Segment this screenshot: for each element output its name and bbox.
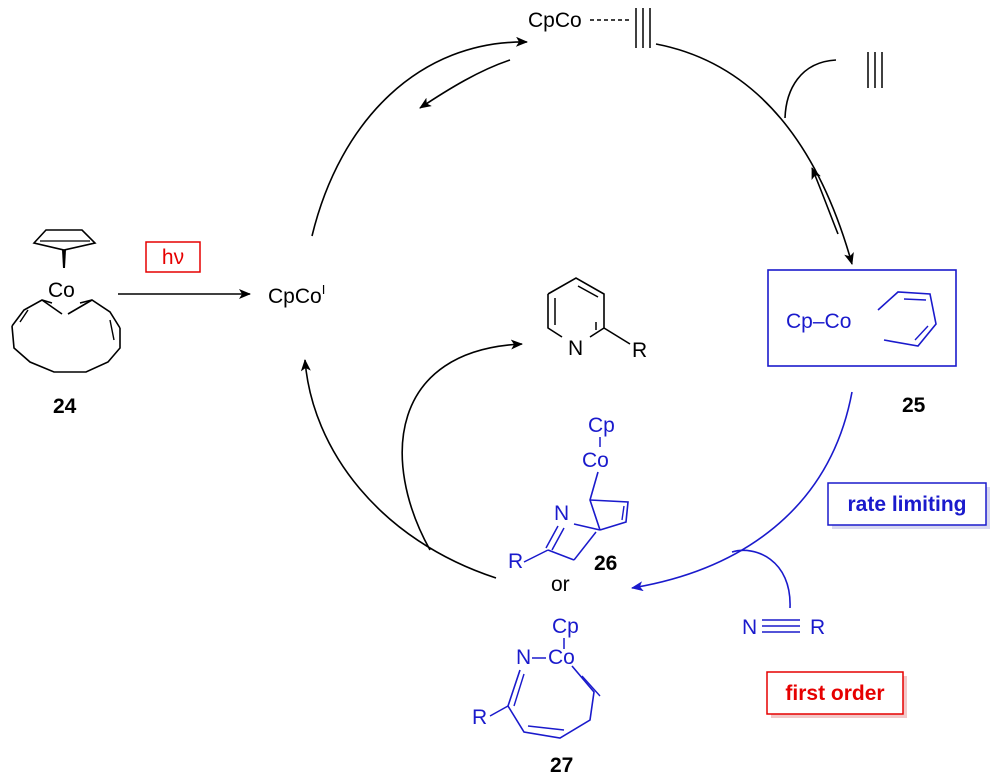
compound-24: Co 24	[11, 229, 121, 418]
compound-27: Cp N Co R	[472, 615, 601, 739]
co-24-label: Co	[48, 279, 75, 302]
cpco-alkyne-complex: CpCo	[528, 8, 651, 48]
compound-25-box	[767, 269, 957, 367]
r-26-label: R	[508, 550, 523, 573]
cp-26-label: Cp	[588, 414, 615, 437]
nitrile-r: R	[810, 616, 825, 639]
cp-co-25-label: Cp–Co	[786, 310, 851, 333]
cpco-i-text: CpCo	[268, 285, 322, 308]
co-27-label: Co	[548, 646, 575, 669]
compound-26: Cp Co N R	[508, 414, 629, 573]
compound-24-number: 24	[53, 395, 77, 418]
nitrile: N R	[742, 616, 825, 639]
n-27-label: N	[516, 646, 531, 669]
cpco-i-label: CpCoI	[268, 282, 325, 308]
cycle-arrow-to-metallacycle	[655, 43, 854, 265]
pyridine-product: N R	[547, 277, 647, 362]
first-order-label: first order	[785, 682, 884, 705]
cycle-reverse-arrow	[419, 59, 511, 109]
n-26-label: N	[554, 502, 569, 525]
alkyne-entry-curve	[784, 59, 837, 119]
rate-limiting-label: rate limiting	[847, 493, 966, 516]
incoming-alkyne-icon	[867, 52, 883, 88]
cpco-alkyne-label: CpCo	[528, 9, 582, 32]
hv-box	[145, 241, 201, 273]
alkyne-icon	[635, 8, 651, 48]
cobaltacyclopentadiene-icon	[877, 291, 937, 347]
co-26-label: Co	[582, 449, 609, 472]
cycle-arrow-to-alkyne-complex	[311, 36, 528, 237]
compound-26-number: 26	[594, 552, 617, 575]
r-27-label: R	[472, 706, 487, 729]
pyridine-n: N	[568, 337, 583, 360]
first-order-badge: first order	[766, 671, 907, 718]
cp-27-label: Cp	[552, 615, 579, 638]
nitrile-n: N	[742, 616, 757, 639]
or-label: or	[551, 573, 570, 596]
metallacycle-reverse-arrow	[811, 167, 839, 235]
nitrile-entry-curve	[731, 549, 791, 609]
cpco-i-superscript: I	[322, 282, 326, 297]
rate-limiting-badge: rate limiting	[827, 482, 990, 529]
pyridine-release-arrow	[401, 339, 523, 551]
compound-25: Cp–Co	[767, 269, 957, 367]
rate-limiting-arrow	[631, 391, 853, 592]
pyridine-r: R	[632, 339, 647, 362]
compound-25-number: 25	[902, 394, 926, 417]
cyclopentadienyl-ring-icon	[32, 229, 97, 268]
cycle-arrow-to-cpco	[300, 359, 497, 579]
compound-27-number: 27	[550, 754, 573, 777]
hv-label: hν	[162, 246, 184, 269]
cyclooctadiene-ring-icon	[11, 299, 121, 373]
